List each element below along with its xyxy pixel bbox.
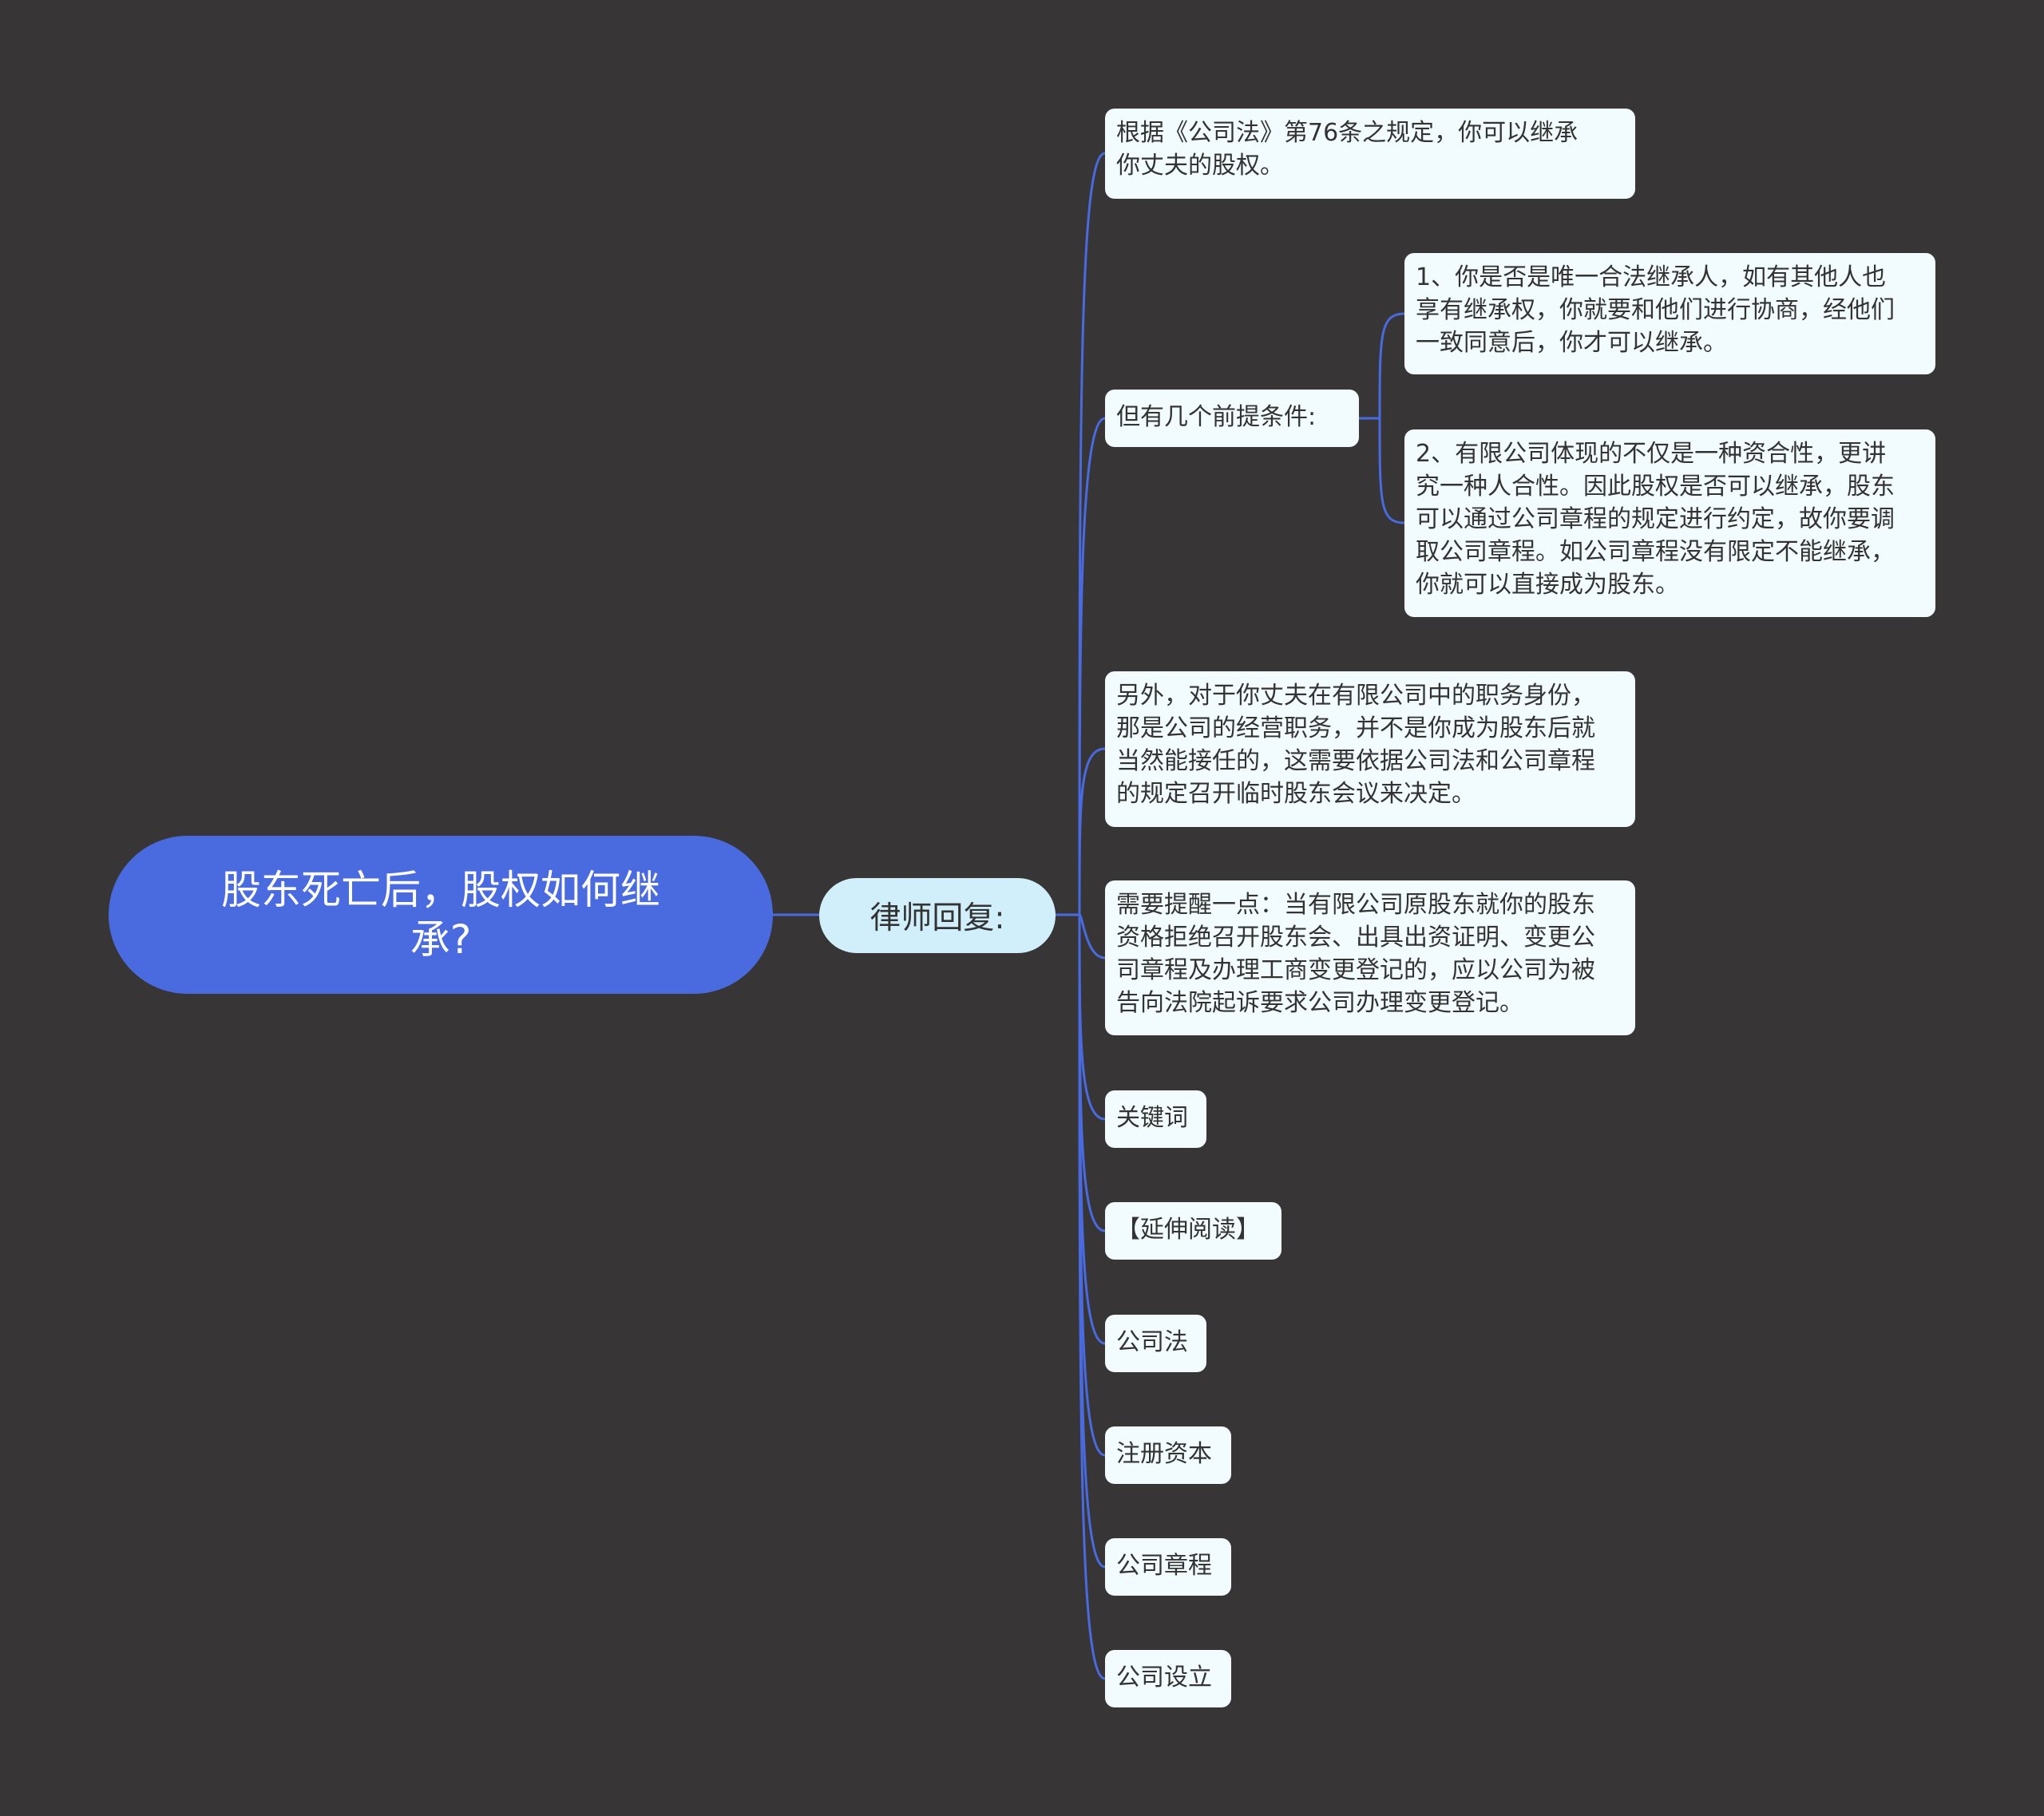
topic-reminder[interactable]: 需要提醒一点：当有限公司原股东就你的股东 资格拒绝召开股东会、出具出资证明、变更… — [1105, 880, 1635, 1035]
topic-extended-reading[interactable]: 【延伸阅读】 — [1105, 1202, 1281, 1260]
connector-n1 — [1078, 417, 1106, 916]
connector-n6 — [1078, 914, 1106, 1345]
connector-n2 — [1078, 747, 1106, 916]
topic-precondition-1[interactable]: 1、你是否是唯一合法继承人，如有其他人也 享有继承权，你就要和他们进行协商，经他… — [1404, 253, 1935, 374]
topic-precondition-2[interactable]: 2、有限公司体现的不仅是一种资合性，更讲 究一种人合性。因此股权是否可以继承，股… — [1404, 429, 1935, 617]
root-topic-label: 股东死亡后，股权如何继承? — [221, 867, 660, 963]
topic-company-law[interactable]: 公司法 — [1105, 1315, 1206, 1372]
branch-lawyer-reply-label: 律师回复: — [869, 900, 1005, 936]
topic-management-role[interactable]: 另外，对于你丈夫在有限公司中的职务身份， 那是公司的经营职务，并不是你成为股东后… — [1105, 671, 1635, 827]
connector-n1a — [1378, 312, 1405, 419]
root-topic[interactable]: 股东死亡后，股权如何继承? — [109, 836, 773, 994]
connector-n1b — [1378, 417, 1405, 524]
connector-n7 — [1078, 914, 1106, 1457]
topic-preconditions[interactable]: 但有几个前提条件: — [1105, 390, 1359, 447]
topic-keywords[interactable]: 关键词 — [1105, 1090, 1206, 1148]
connector-n4 — [1078, 914, 1106, 1121]
connector-n9 — [1078, 914, 1106, 1680]
topic-articles-of-association[interactable]: 公司章程 — [1105, 1538, 1231, 1596]
branch-lawyer-reply[interactable]: 律师回复: — [819, 878, 1056, 953]
topic-inherit-equity[interactable]: 根据《公司法》第76条之规定，你可以继承 你丈夫的股权。 — [1105, 109, 1635, 199]
connector-n3 — [1078, 913, 1106, 959]
topic-registered-capital[interactable]: 注册资本 — [1105, 1426, 1231, 1484]
topic-company-establishment[interactable]: 公司设立 — [1105, 1650, 1231, 1707]
